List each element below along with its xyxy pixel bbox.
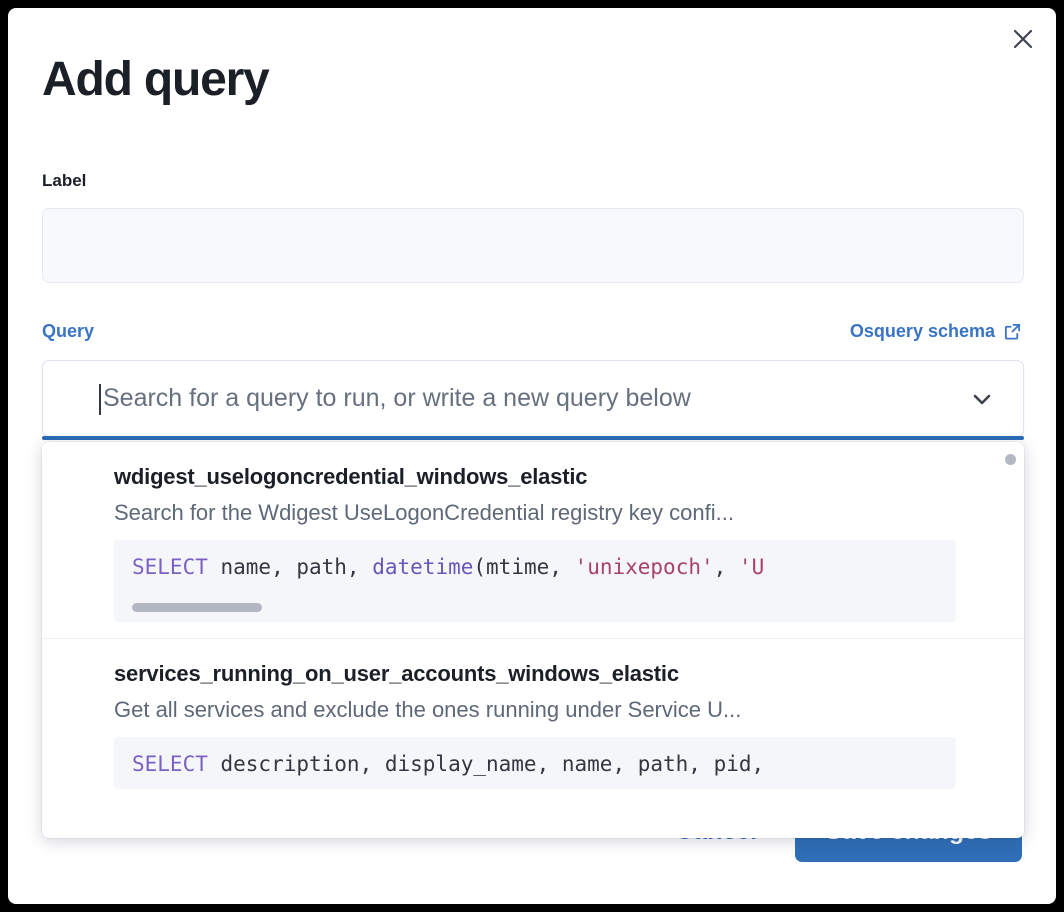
page-title: Add query [42,53,270,106]
label-input[interactable] [42,208,1024,283]
label-field-label: Label [42,171,87,190]
query-item-description: Search for the Wdigest UseLogonCredentia… [114,500,734,525]
query-combobox-box[interactable]: Search for a query to run, or write a ne… [42,360,1024,437]
query-item-description: Get all services and exclude the ones ru… [114,697,742,723]
query-item-code-block[interactable]: SELECT description, display_name, name, … [114,737,956,789]
query-combobox-placeholder: Search for a query to run, or write a ne… [103,384,691,412]
query-item-title: services_running_on_user_accounts_window… [114,661,679,687]
osquery-schema-link[interactable]: Osquery schema [850,321,1022,342]
close-icon-button[interactable] [1004,20,1042,58]
chevron-down-icon[interactable] [967,361,997,436]
text-cursor [99,384,101,415]
add-query-modal: Add query Label Query Osquery schema Sea… [8,8,1056,904]
query-item-code-block[interactable]: SELECT name, path, datetime(mtime, 'unix… [114,540,956,623]
query-suggestions-list[interactable]: wdigest_uselogoncredential_windows_elast… [42,442,1024,838]
list-item[interactable]: services_running_on_user_accounts_window… [42,638,1024,804]
osquery-schema-link-label: Osquery schema [849,321,995,341]
close-icon [1012,28,1034,50]
focus-underline [42,436,1024,440]
query-combobox[interactable]: Search for a query to run, or write a ne… [42,360,1024,440]
query-suggestions-dropdown[interactable]: wdigest_uselogoncredential_windows_elast… [42,442,1024,838]
dropdown-scrollbar-thumb[interactable] [1005,454,1016,465]
code-horizontal-scrollbar[interactable] [132,603,262,613]
query-item-sql: SELECT name, path, datetime(mtime, 'unix… [132,555,765,579]
query-section-label: Query [42,321,95,341]
external-link-icon [1003,322,1022,341]
query-item-title: wdigest_uselogoncredential_windows_elast… [114,464,588,489]
query-item-sql: SELECT description, display_name, name, … [132,752,765,777]
list-item[interactable]: wdigest_uselogoncredential_windows_elast… [42,442,1024,638]
